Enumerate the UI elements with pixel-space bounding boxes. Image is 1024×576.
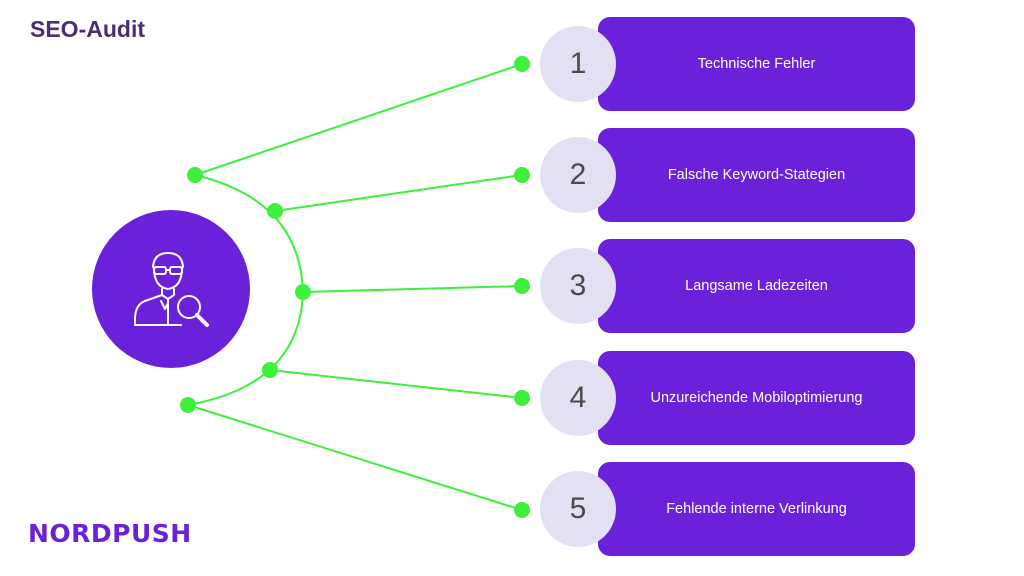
list-item: Fehlende interne Verlinkung 5	[540, 462, 916, 556]
hub-circle	[92, 210, 250, 368]
list-item: Falsche Keyword-Stategien 2	[540, 128, 916, 222]
connector-node	[295, 284, 311, 300]
connector-node	[262, 362, 278, 378]
connector-node	[180, 397, 196, 413]
connector-line-4	[269, 369, 523, 399]
connector-line-5	[187, 404, 523, 511]
item-box: Falsche Keyword-Stategien	[598, 128, 915, 222]
item-label: Technische Fehler	[697, 56, 816, 72]
item-number: 2	[540, 137, 616, 213]
page-title: SEO-Audit	[30, 16, 145, 42]
item-label: Langsame Ladezeiten	[685, 278, 828, 294]
connector-end-node	[514, 56, 530, 72]
person-magnifier-icon	[134, 252, 209, 327]
item-label: Unzureichende Mobiloptimierung	[650, 390, 863, 406]
connector-end-node	[514, 502, 530, 518]
item-box: Technische Fehler	[598, 17, 915, 111]
connector-node	[267, 203, 283, 219]
item-box: Langsame Ladezeiten	[598, 239, 915, 333]
connector-line-3	[302, 285, 523, 293]
item-number: 1	[540, 26, 616, 102]
nordpush-logo: NORDPUSH	[28, 519, 192, 548]
connector-end-node	[514, 278, 530, 294]
item-label: Falsche Keyword-Stategien	[667, 167, 846, 183]
item-number: 4	[540, 360, 616, 436]
item-number: 3	[540, 248, 616, 324]
connector-end-node	[514, 167, 530, 183]
list-item: Langsame Ladezeiten 3	[540, 239, 916, 333]
item-box: Unzureichende Mobiloptimierung	[598, 351, 915, 445]
list-item: Unzureichende Mobiloptimierung 4	[540, 351, 916, 445]
list-item: Technische Fehler 1	[540, 17, 916, 111]
connector-end-node	[514, 390, 530, 406]
connector-node	[187, 167, 203, 183]
item-label: Fehlende interne Verlinkung	[666, 501, 847, 517]
item-number: 5	[540, 471, 616, 547]
connector-line-1	[194, 63, 523, 176]
connector-line-2	[274, 174, 523, 212]
item-box: Fehlende interne Verlinkung	[598, 462, 915, 556]
